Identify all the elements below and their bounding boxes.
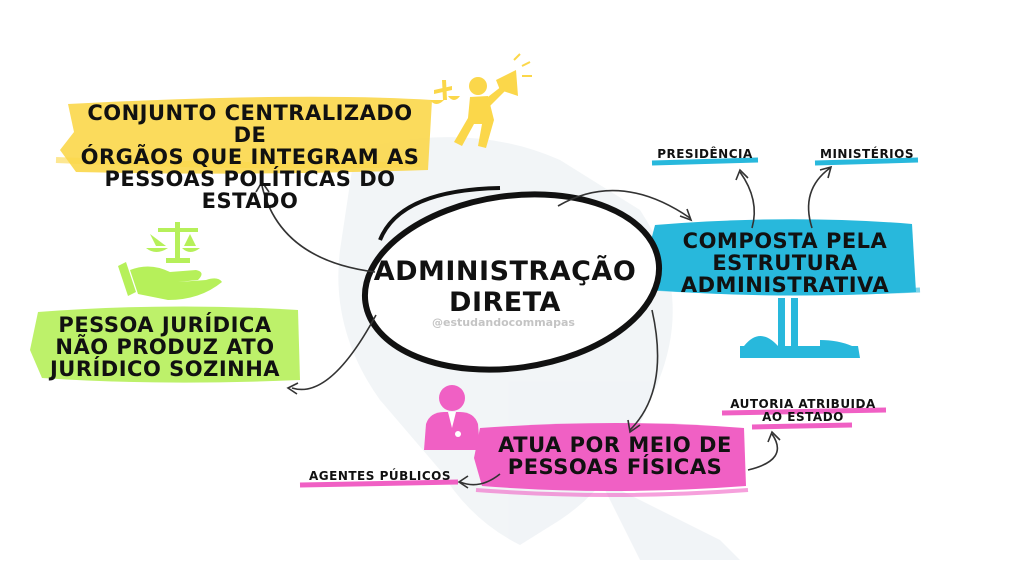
professional-person-icon bbox=[424, 385, 480, 450]
leaf-agentes-publicos: AGENTES PÚBLICOS bbox=[308, 469, 452, 483]
node-composta-line2: ESTRUTURA bbox=[712, 251, 858, 276]
megaphone-person-with-scale-icon bbox=[430, 53, 532, 148]
node-pessoa-juridica: PESSOA JURÍDICA NÃO PRODUZ ATO JURÍDICO … bbox=[40, 314, 290, 380]
congress-building-icon bbox=[740, 298, 860, 358]
watermark-text: @estudandocommapas bbox=[432, 316, 575, 329]
center-ellipse bbox=[361, 191, 663, 373]
node-conjunto-line2: ÓRGÃOS QUE INTEGRAM AS bbox=[80, 145, 420, 170]
node-pessoa-juridica-line2: NÃO PRODUZ ATO bbox=[55, 335, 275, 360]
center-title: ADMINISTRAÇÃO DIRETA bbox=[370, 256, 640, 318]
blue-brush bbox=[646, 219, 916, 296]
node-pessoa-juridica-line1: PESSOA JURÍDICA bbox=[58, 313, 272, 337]
node-pessoa-juridica-line3: JURÍDICO SOZINHA bbox=[49, 357, 281, 382]
leaf-presidencia: PRESIDÊNCIA bbox=[657, 147, 753, 161]
node-conjunto-line1: CONJUNTO CENTRALIZADO DE bbox=[87, 101, 413, 148]
yellow-brush bbox=[60, 96, 432, 174]
center-title-line2: DIRETA bbox=[449, 287, 561, 319]
node-composta-estrutura: COMPOSTA PELA ESTRUTURA ADMINISTRATIVA bbox=[660, 230, 910, 296]
connector-arrows bbox=[255, 165, 833, 489]
leaf-autoria-line2: AO ESTADO bbox=[762, 409, 844, 424]
node-atua-pessoas-fisicas: ATUA POR MEIO DE PESSOAS FÍSICAS bbox=[485, 434, 745, 478]
green-brush bbox=[30, 306, 300, 383]
node-composta-line1: COMPOSTA PELA bbox=[682, 229, 888, 253]
node-conjunto-line3: PESSOAS POLÍTICAS DO ESTADO bbox=[104, 167, 396, 214]
leaf-autoria: AUTORIA ATRIBUIDA AO ESTADO bbox=[718, 398, 888, 423]
node-composta-line3: ADMINISTRATIVA bbox=[680, 273, 890, 298]
hand-with-justice-scale-icon bbox=[118, 222, 222, 300]
pink-brush bbox=[474, 423, 746, 491]
node-conjunto-centralizado: CONJUNTO CENTRALIZADO DE ÓRGÃOS QUE INTE… bbox=[70, 102, 430, 212]
leaf-ministerios: MINISTÉRIOS bbox=[820, 147, 914, 161]
leaf-autoria-line1: AUTORIA ATRIBUIDA bbox=[730, 397, 876, 411]
node-atua-line2: PESSOAS FÍSICAS bbox=[507, 455, 723, 480]
center-title-line1: ADMINISTRAÇÃO bbox=[373, 256, 637, 287]
node-atua-line1: ATUA POR MEIO DE bbox=[498, 433, 732, 457]
